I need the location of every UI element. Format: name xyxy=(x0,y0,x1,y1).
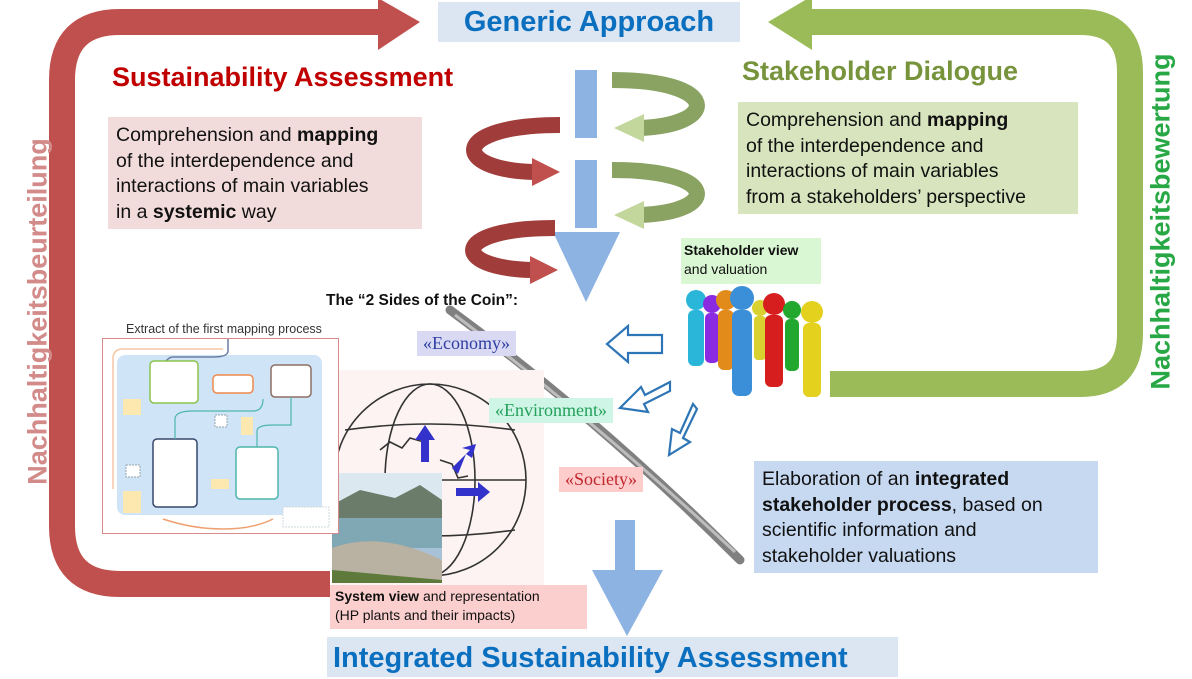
text-bold: systemic xyxy=(152,200,237,223)
text: Comprehension and xyxy=(116,124,298,146)
society-tag: «Society» xyxy=(559,467,643,492)
green-swirl-arrow-1 xyxy=(611,72,705,142)
mapping-extract-image xyxy=(102,338,339,534)
green-swirl-arrow-2 xyxy=(611,162,705,229)
text: of the interdependence and xyxy=(746,134,984,157)
text: from a stakeholders’ perspective xyxy=(746,185,1026,208)
generic-approach-title: Generic Approach xyxy=(438,2,740,42)
text: interactions of main variables xyxy=(116,175,369,197)
flow-bar-bottom xyxy=(615,520,635,572)
text: way xyxy=(236,200,277,223)
mapping-caption: Extract of the first mapping process xyxy=(126,322,322,336)
map-node-ecosystems xyxy=(149,360,199,404)
arrow-to-economy xyxy=(605,323,664,365)
stakeholder-dialogue-description: Comprehension and mapping of the interde… xyxy=(738,102,1078,214)
stakeholder-view-label: Stakeholder view and valuation xyxy=(681,238,821,284)
map-node-filling xyxy=(235,446,279,500)
integrated-sustainability-assessment-title: Integrated Sustainability Assessment xyxy=(327,637,898,677)
text: of the interdependence and xyxy=(116,149,354,172)
text-bold: stakeholder process xyxy=(762,493,952,516)
text: stakeholder valuations xyxy=(762,544,957,567)
text: scientific information and xyxy=(762,519,977,541)
text-bold: mapping xyxy=(297,124,379,146)
globe-arrows xyxy=(415,425,490,502)
mapping-diagram xyxy=(112,339,330,530)
flow-bar-1 xyxy=(575,70,597,138)
flow-bar-2 xyxy=(575,160,597,228)
text-bold: System view xyxy=(335,588,420,604)
two-sides-coin-title: The “2 Sides of the Coin”: xyxy=(326,292,519,309)
flow-down-arrow-top xyxy=(553,232,620,302)
text: in a xyxy=(116,200,153,223)
sustainability-assessment-description: Comprehension and mapping of the interde… xyxy=(108,117,422,229)
text: (HP plants and their impacts) xyxy=(335,607,516,623)
text: , based on xyxy=(951,493,1043,516)
arrow-to-society xyxy=(667,401,699,458)
map-node-sedimentation xyxy=(212,374,254,394)
flow-down-arrow-bottom xyxy=(592,570,663,636)
text: Comprehension and xyxy=(746,109,928,131)
text-bold: integrated xyxy=(914,468,1010,490)
text-bold: Stakeholder view xyxy=(684,242,799,258)
sustainability-assessment-title: Sustainability Assessment xyxy=(112,62,454,92)
arrow-to-environment xyxy=(617,380,672,414)
system-view-label: System view and representation (HP plant… xyxy=(330,585,587,629)
red-loop-arrowhead xyxy=(378,0,420,50)
red-loop-arrow xyxy=(49,9,380,597)
stakeholder-dialogue-title: Stakeholder Dialogue xyxy=(742,56,1019,86)
red-swirl-arrow-2 xyxy=(465,220,558,284)
dam-photo xyxy=(332,473,442,583)
text: Elaboration of an xyxy=(762,468,915,490)
vertical-label-left: Nachhaltigkeitsbeurteilung xyxy=(22,138,53,485)
map-node-hazards xyxy=(270,364,312,398)
outline-arrows xyxy=(605,323,699,458)
map-node-water-quality xyxy=(152,438,198,508)
stakeholder-figures xyxy=(686,286,823,397)
text-bold: mapping xyxy=(927,109,1009,131)
elaboration-description: Elaboration of an integrated stakeholder… xyxy=(754,461,1098,573)
vertical-label-right: Nachhaltigkeitsbewertung xyxy=(1145,53,1176,390)
text: and valuation xyxy=(684,261,768,277)
green-loop-arrow xyxy=(810,9,1143,397)
green-loop-arrowhead xyxy=(768,0,812,50)
text: and representation xyxy=(419,588,540,604)
economy-tag: «Economy» xyxy=(417,331,516,356)
red-swirl-arrow-1 xyxy=(466,117,561,186)
text: interactions of main variables xyxy=(746,160,999,182)
environment-tag: «Environment» xyxy=(489,398,613,423)
